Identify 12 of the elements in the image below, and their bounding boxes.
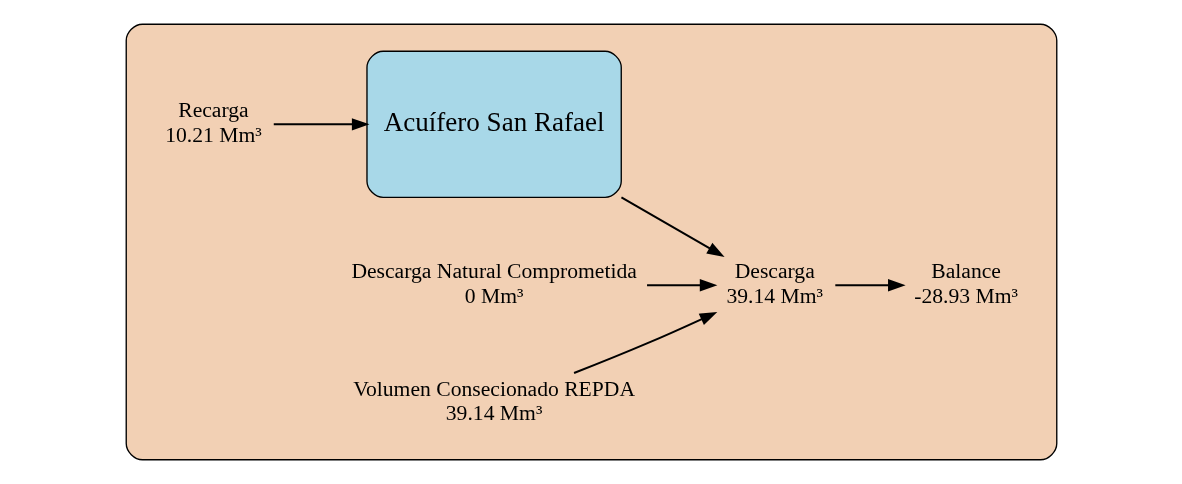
arrow xyxy=(620,196,725,257)
node-text: Descarga Natural Comprometida 0 Mm³ xyxy=(350,259,637,308)
node-text: Descarga 39.14 Mm³ xyxy=(725,259,823,308)
node-box: Acuífero San Rafael xyxy=(365,50,622,199)
arrow xyxy=(646,279,717,292)
arrow xyxy=(273,118,369,131)
node-text: Balance -28.93 Mm³ xyxy=(913,259,1018,308)
cluster xyxy=(125,23,1057,461)
arrow xyxy=(834,279,906,292)
node-text: Recarga 10.21 Mm³ xyxy=(164,98,262,147)
arrow xyxy=(573,311,717,374)
node-text: Volumen Consecionado REPDA 39.14 Mm³ xyxy=(352,376,635,426)
